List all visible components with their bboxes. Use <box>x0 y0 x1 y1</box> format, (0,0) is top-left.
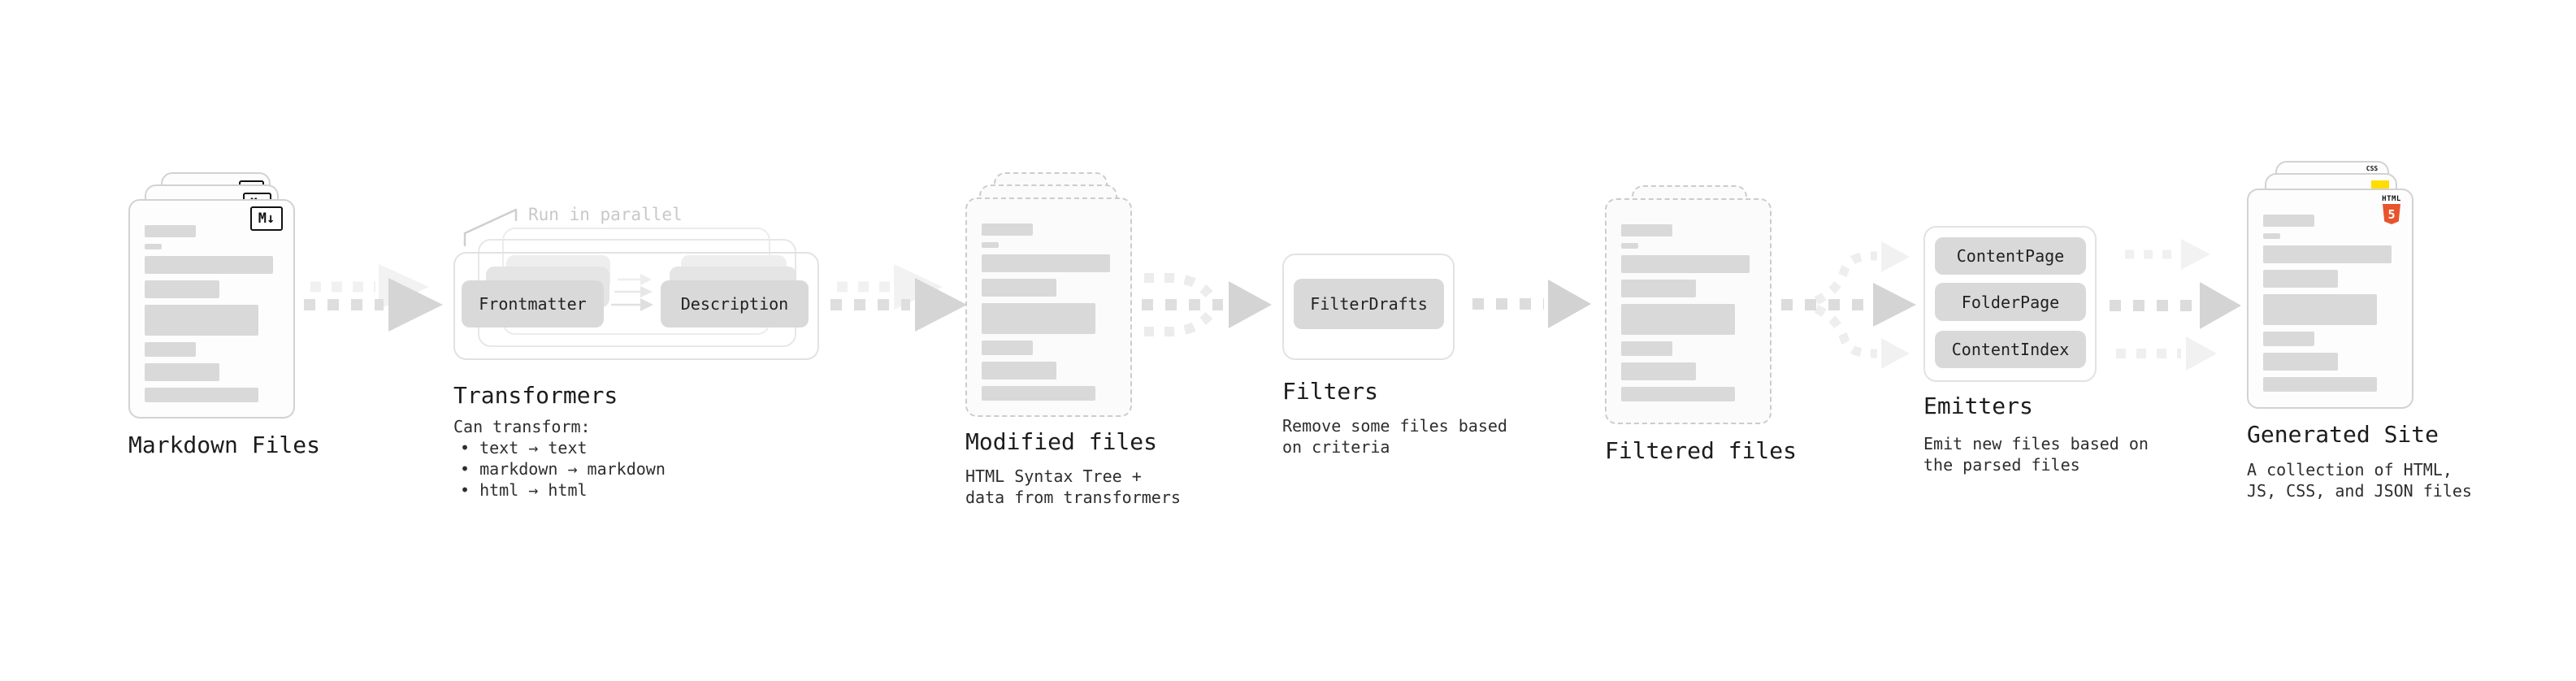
emitters-desc: Emit new files based on <box>1923 434 2149 453</box>
modified-files-label: Modified files <box>965 428 1158 455</box>
generated-site-label: Generated Site <box>2247 421 2439 448</box>
transformers-desc-title: Can transform: <box>453 417 591 436</box>
generated-site-desc: JS, CSS, and JSON files <box>2247 481 2472 501</box>
transformers-bullet: • text → text <box>460 438 588 458</box>
transformer-parallel-arrows-icon <box>611 274 653 311</box>
emitter-chip-contentindex: ContentIndex <box>1935 331 2086 368</box>
arrows-emitters-to-site-icon <box>2110 239 2241 371</box>
emitter-chip-contentpage: ContentPage <box>1935 237 2086 275</box>
generated-site-desc: A collection of HTML, <box>2247 460 2452 479</box>
transformers-label: Transformers <box>453 382 618 409</box>
javascript-icon <box>2371 180 2389 190</box>
run-in-parallel-leader-line <box>463 208 518 246</box>
file-card: HTML 5 <box>2247 189 2413 409</box>
transformer-layer-box <box>453 252 819 360</box>
markdown-icon: M↓ <box>250 206 283 231</box>
arrow-filters-to-filtered-icon <box>1472 280 1591 328</box>
file-card: M↓ <box>128 199 295 419</box>
file-card <box>965 197 1132 417</box>
placeholder-text-bars <box>145 225 279 402</box>
transformer-chip-frontmatter: Frontmatter <box>462 280 604 327</box>
arrow-transformers-to-modified-icon <box>830 264 967 332</box>
filters-desc: Remove some files based <box>1282 416 1507 436</box>
placeholder-text-bars <box>2263 215 2397 392</box>
filters-desc: on criteria <box>1282 437 1390 457</box>
transformers-bullet: • html → html <box>460 480 588 500</box>
run-in-parallel-note: Run in parallel <box>528 205 683 224</box>
emitters-box <box>1923 226 2097 382</box>
emitters-label: Emitters <box>1923 393 2033 419</box>
filtered-files-label: Filtered files <box>1605 437 1798 464</box>
placeholder-text-bars <box>1621 224 1755 401</box>
filters-label: Filters <box>1282 378 1379 405</box>
markdown-files-label: Markdown Files <box>128 432 321 458</box>
placeholder-text-bars <box>982 223 1116 401</box>
modified-files-desc: HTML Syntax Tree + <box>965 466 1142 486</box>
transformers-bullet: • markdown → markdown <box>460 459 666 479</box>
file-card <box>1605 198 1772 424</box>
arrow-filtered-to-emitters-fanout-icon <box>1781 241 1916 369</box>
arrow-markdown-to-transformers-icon <box>304 264 443 332</box>
emitter-chip-folderpage: FolderPage <box>1935 283 2086 321</box>
filters-box <box>1282 254 1455 360</box>
transformer-chip-description: Description <box>661 280 809 327</box>
html5-icon: HTML 5 <box>2382 195 2401 224</box>
filter-chip-filterdrafts: FilterDrafts <box>1294 279 1444 329</box>
modified-files-desc: data from transformers <box>965 488 1181 507</box>
arrow-modified-to-filters-merge-icon <box>1142 273 1272 336</box>
emitters-desc: the parsed files <box>1923 455 2080 475</box>
